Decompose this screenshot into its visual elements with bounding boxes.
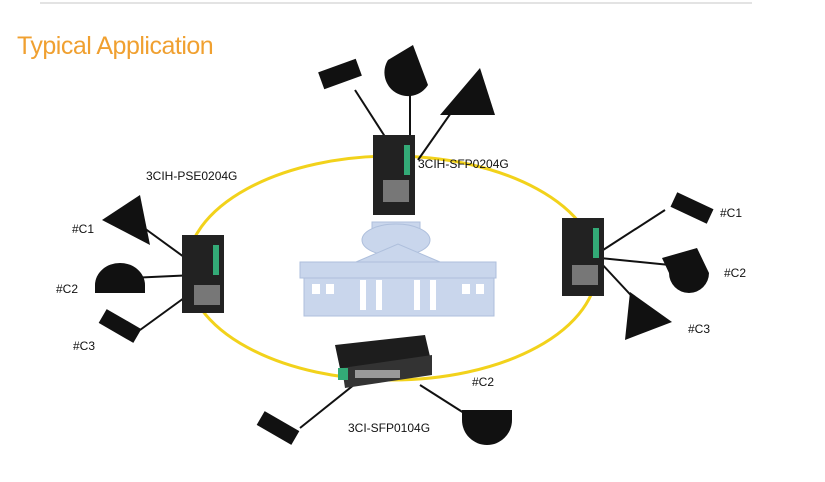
camera-sign-icon (102, 195, 150, 245)
switch-right (562, 218, 604, 296)
camera-label: #C1 (72, 222, 95, 236)
page-title: Typical Application (17, 32, 214, 60)
camera-label: #C2 (472, 375, 495, 389)
dome-camera-icon (462, 410, 512, 445)
camera-label: #C3 (688, 322, 711, 336)
camera-label: #C2 (56, 282, 79, 296)
camera-icon (670, 192, 714, 224)
switch-top (373, 135, 415, 215)
dome-camera-icon (95, 263, 145, 293)
camera-sign-icon (440, 68, 495, 115)
switch-bottom (335, 335, 432, 388)
camera-label: #C2 (724, 266, 747, 280)
divider (40, 2, 752, 4)
camera-icon (318, 58, 362, 90)
building-icon (299, 221, 497, 317)
device-label-left: 3CIH-PSE0204G (146, 169, 238, 183)
camera-sign-icon (625, 292, 672, 340)
camera-icon (98, 309, 142, 343)
device-label-bottom: 3CI-SFP0104G (348, 421, 431, 435)
camera-icon (256, 411, 300, 445)
switch-left (182, 235, 224, 313)
camera-label: #C1 (720, 206, 743, 220)
dome-camera-icon (662, 248, 709, 293)
device-label-top: 3CIH-SFP0204G (418, 157, 509, 171)
dome-camera-icon (384, 45, 428, 97)
camera-label: #C3 (73, 339, 96, 353)
camera-icons (95, 45, 714, 445)
